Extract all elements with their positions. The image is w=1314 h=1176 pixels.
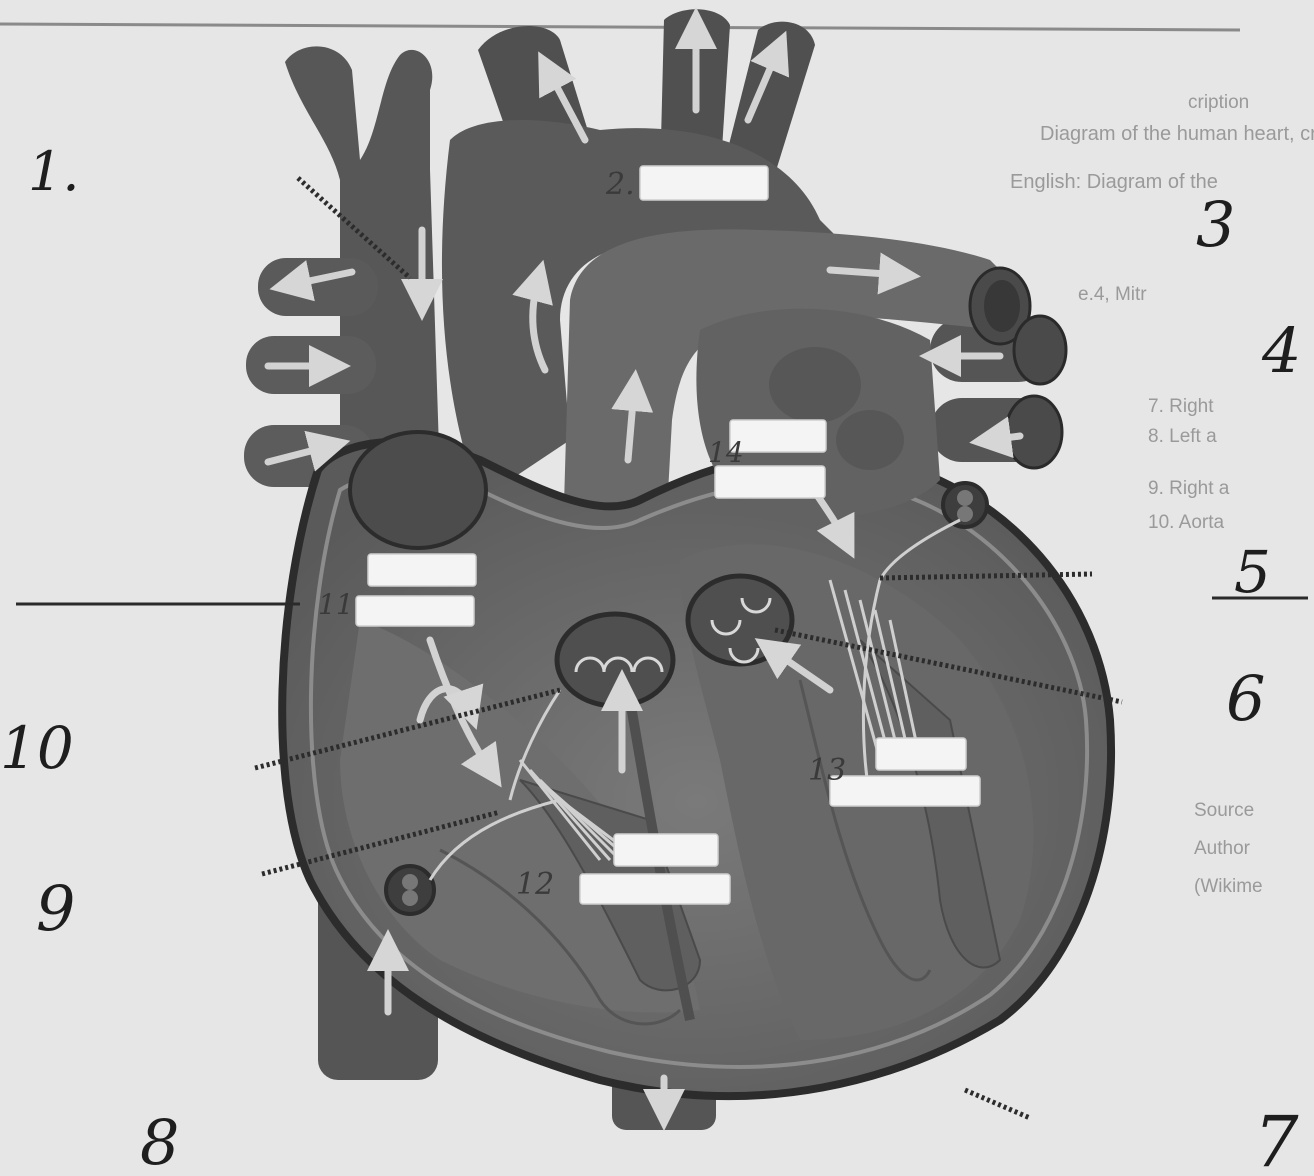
tape-label-11b — [356, 596, 474, 626]
pencil-number-14: 14 — [708, 436, 744, 469]
hand-label-9: 9 — [36, 872, 75, 945]
bg-text-item-4: e.4, Mitr — [1078, 284, 1147, 305]
arrow-pv-right-2 — [990, 436, 1020, 440]
pencil-number-2: 2. — [605, 167, 635, 202]
hand-label-6: 6 — [1226, 662, 1265, 735]
tape-label-13b — [830, 776, 980, 806]
bg-text-author: Author — [1194, 838, 1251, 859]
pencil-number-13: 13 — [808, 753, 846, 788]
pulmonary-vein-opening-1 — [1014, 316, 1066, 384]
tape-label-2 — [640, 166, 768, 200]
bg-text-wikimedia: (Wikime — [1194, 876, 1263, 897]
tape-label-14a — [730, 420, 826, 452]
hand-label-3: 3 — [1196, 188, 1235, 261]
top-rule-line — [0, 24, 1240, 30]
arrow-pulmonary-right — [830, 270, 900, 275]
hand-label-7: 7 — [1254, 1101, 1299, 1176]
bg-text-line-2: English: Diagram of the — [1010, 171, 1218, 193]
tape-label-14b — [715, 466, 825, 498]
bg-text-item-9: 9. Right a — [1148, 478, 1230, 499]
bg-text-line-1: Diagram of the human heart, created by c… — [1040, 123, 1314, 145]
tape-label-13a — [876, 738, 966, 770]
hand-label-8: 8 — [140, 1106, 179, 1176]
tape-label-11a — [368, 554, 476, 586]
bg-text-item-7: 7. Right — [1148, 396, 1214, 417]
tape-label-12a — [614, 834, 718, 866]
hand-label-4: 4 — [1261, 314, 1301, 387]
bg-text-item-10: 10. Aorta — [1148, 512, 1224, 533]
pencil-number-11: 11 — [318, 588, 354, 621]
bg-text-item-8: 8. Left a — [1148, 426, 1217, 447]
bg-text-source: Source — [1194, 800, 1254, 821]
tape-label-12b — [580, 874, 730, 904]
pencil-number-12: 12 — [516, 867, 554, 902]
hand-label-5: 5 — [1234, 538, 1271, 606]
right-atrium-opening — [350, 432, 486, 548]
hand-label-10: 10 — [0, 714, 74, 782]
hand-label-1: 1. — [28, 140, 80, 203]
pulmonary-vein-left-1 — [258, 258, 378, 316]
bg-text-cription: cription — [1188, 92, 1249, 113]
leader-7 — [965, 1090, 1030, 1118]
pulmonary-vein-opening-2 — [1006, 396, 1062, 468]
